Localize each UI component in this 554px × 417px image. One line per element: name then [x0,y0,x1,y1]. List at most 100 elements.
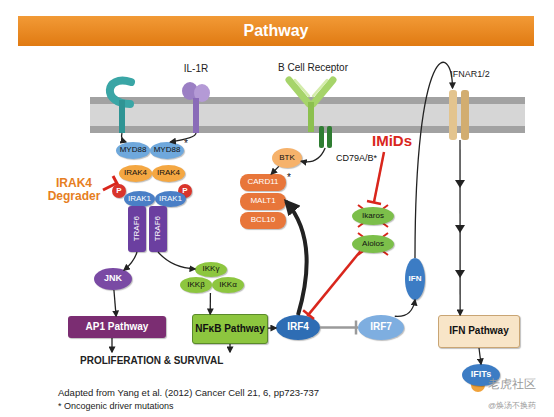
node-label: MALT1 [250,197,275,205]
node-label: IRAK4 [157,169,180,177]
molecule-node: TRAF6 [149,206,167,252]
inhibition-bar [355,321,358,335]
receptor-shape [283,78,340,148]
molecule-node: BCL10 [240,212,286,229]
molecule-node: AP1 Pathway [68,316,166,338]
cross-mark [358,205,388,255]
molecule-node: IKKβ [180,277,212,293]
molecule-node: IRAK4 [152,165,185,182]
node-label: JNK [104,274,122,283]
molecule-node: MYD88 [116,142,150,159]
node-label: Aiolos [362,240,384,248]
node-label: NFκB Pathway [195,324,264,335]
node-label: P [116,187,121,195]
text-label: CD79A/B* [336,154,396,164]
signal-arrow [122,133,127,142]
node-label: IKKα [219,281,237,289]
node-label: IRF7 [370,322,392,333]
tlr-stalk [119,100,125,133]
molecule-node: IRAK4 [119,165,152,182]
receptor-arm [295,80,327,96]
receptor-label: B Cell Receptor [263,63,363,74]
signal-connector [271,166,278,174]
inhibition-connector [307,251,360,316]
signal-connector [158,252,195,269]
signal-connector [479,348,481,364]
text-label: * [287,172,297,183]
molecule-node: Aiolos [352,235,394,253]
molecule-node: MYD88 [150,142,184,159]
node-label: IRAK4 [124,169,147,177]
inhibition-bar [367,201,381,204]
node-label: IKKβ [187,281,205,289]
signal-connector [268,327,276,328]
molecule-node: IRAK1 [155,191,186,207]
membrane-layer [90,126,525,133]
signal-connector [170,133,196,142]
molecule-node: IRAK1 [124,191,155,207]
arrow-head [455,180,465,278]
signal-connector [286,202,307,316]
molecule-node: IFN Pathway [438,315,520,348]
molecule-node: IKKγ [195,262,227,277]
cd79-stub [327,126,332,148]
node-label: BCL10 [251,216,275,224]
signal-connector [301,148,325,162]
text-label: IRAK4 Degrader [42,177,106,203]
signal-arrow [229,344,230,352]
node-label: TRAF6 [154,216,162,241]
node-label: BTK [279,154,295,162]
node-label: IRF4 [287,322,309,333]
receptor: IL-1R [180,82,212,133]
molecule-node: IKKα [212,277,244,293]
signal-connector [210,293,211,314]
molecule-node: MALT1 [240,193,286,210]
node-label: IKKγ [203,265,220,273]
receptor-shape [180,82,212,133]
receptor-chain [461,90,469,140]
molecule-node: IRF7 [358,315,404,340]
node-label: TRAF6 [133,216,141,241]
signal-connector [114,290,116,316]
node-label: MYD88 [120,146,147,154]
molecule-node: BTK [272,148,302,168]
receptor-shape [445,88,475,140]
molecule-node: IRF4 [276,315,320,340]
molecule-node: NFκB Pathway [192,314,268,344]
receptor-stalk [308,102,314,132]
receptor: IFNAR1/2 [445,88,475,140]
diagram-title: Pathway [18,16,534,46]
text-label: PROLIFERATION & SURVIVAL [80,355,270,366]
inhibition-connector [320,326,358,329]
text-label: 老虎社区 [488,378,548,391]
text-label: IMiDs [372,133,432,150]
caption: Adapted from Yang et al. (2012) Cancer C… [58,388,358,398]
node-label: MYD88 [154,146,181,154]
node-label: IRAK1 [159,195,182,203]
node-label: IFN Pathway [449,326,508,337]
node-label: CARD11 [248,178,279,186]
title-band [18,16,534,46]
signal-connector [395,300,415,316]
signal-connector [459,140,460,315]
receptor-arm [289,80,333,104]
receptor-chain [449,90,457,140]
receptor-label: IL-1R [160,64,232,75]
text-label: @焕汤不换药 [488,402,554,411]
molecule-node: IFN [405,258,425,300]
cd79-stub [319,126,324,148]
node-label: AP1 Pathway [86,322,149,333]
receptor: B Cell Receptor [283,78,340,148]
node-label: Ikaros [362,212,384,220]
molecule-node: Ikaros [352,207,394,225]
molecule-node: JNK [94,268,132,290]
signal-connector [415,62,453,258]
signal-connector [124,252,137,270]
receptor-stalk [193,98,199,133]
molecule-node: TRAF6 [128,206,146,252]
signal-arrow [111,338,112,352]
node-label: IRAK1 [128,195,151,203]
node-label: IFN [409,275,422,283]
text-label: * Oncogenic driver mutations [58,402,258,412]
